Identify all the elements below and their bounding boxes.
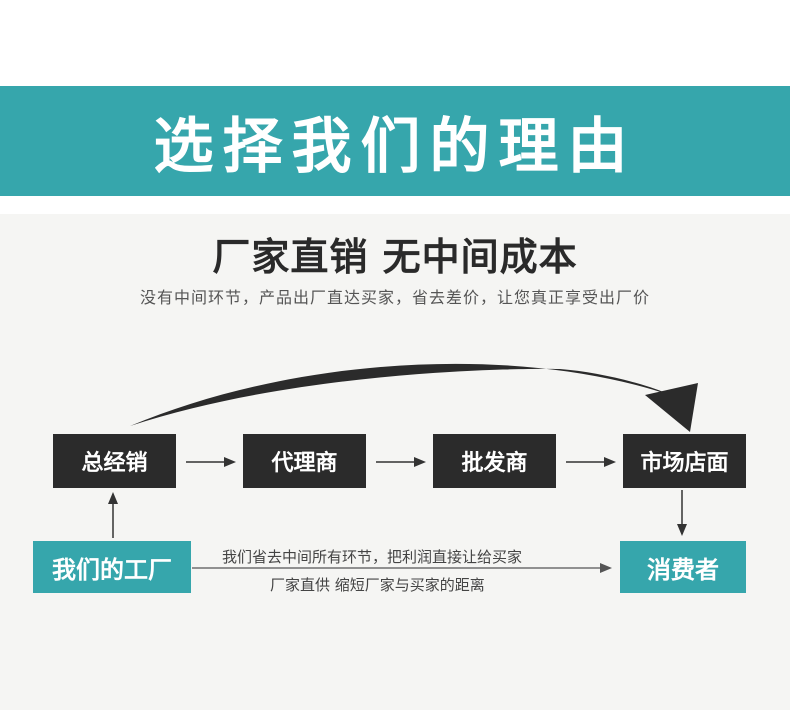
headline: 厂家直销 无中间成本 [212, 235, 578, 279]
node-general-distributor: 总经销 [53, 434, 176, 488]
node-our-factory: 我们的工厂 [33, 541, 191, 593]
node-agent: 代理商 [243, 434, 366, 488]
banner-spacer [0, 196, 790, 214]
top-white-strip [0, 0, 790, 86]
node-consumer: 消费者 [620, 541, 746, 593]
subheadline: 没有中间环节，产品出厂直达买家，省去差价，让您真正享受出厂价 [139, 288, 650, 307]
arrow-wholesaler-to-store [566, 457, 616, 467]
node-wholesaler: 批发商 [433, 434, 556, 488]
curved-arrow-head [645, 383, 698, 432]
arrow-agent-to-wholesaler [376, 457, 426, 467]
title-banner: 选择我们的理由 [0, 86, 790, 196]
banner-title: 选择我们的理由 [153, 111, 637, 182]
arrow-factory-to-consumer [192, 563, 612, 573]
arrow-factory-to-distributor [108, 492, 118, 538]
arrow-store-to-consumer [677, 490, 687, 536]
node-market-store: 市场店面 [623, 434, 746, 488]
arrow-distributor-to-agent [186, 457, 236, 467]
curved-bypass-arrow [130, 363, 670, 426]
note-line-1: 我们省去中间所有环节，把利润直接让给买家 [222, 548, 523, 566]
note-line-2: 厂家直供 缩短厂家与买家的距离 [270, 576, 485, 594]
